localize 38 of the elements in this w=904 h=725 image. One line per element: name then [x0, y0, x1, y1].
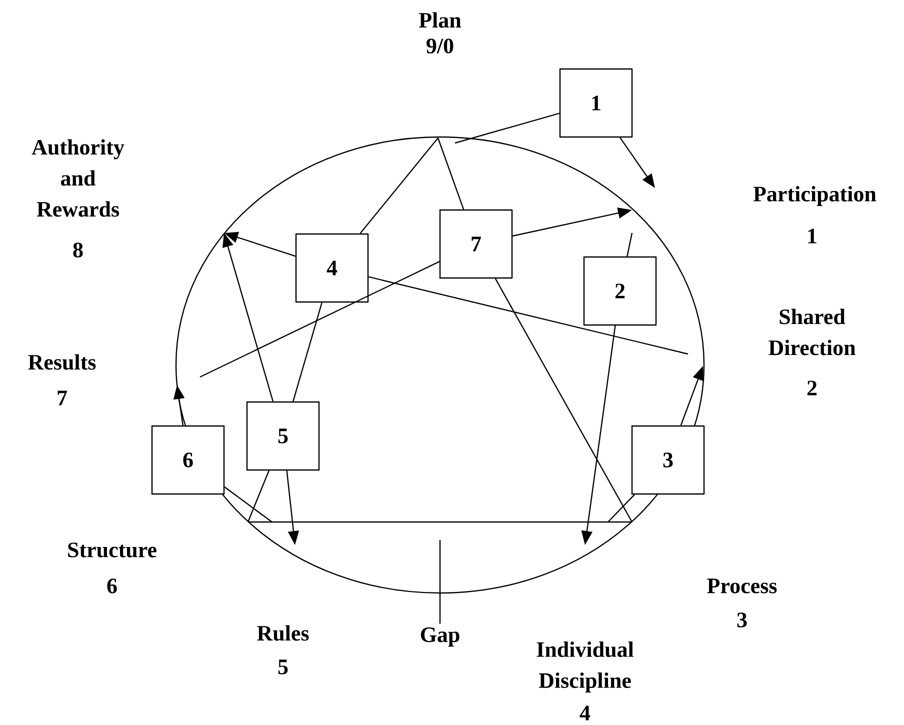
point-label: Individual Discipline: [536, 642, 634, 692]
point-label: Structure: [68, 542, 156, 558]
point-label: 1: [808, 228, 816, 244]
line: [200, 261, 440, 378]
point-label: Process: [707, 578, 777, 594]
point-label: 9/0: [426, 38, 454, 54]
point-label: Authority and Rewards: [32, 139, 124, 217]
number-box: 2: [583, 256, 657, 326]
point-label: Results: [28, 354, 96, 370]
number-box: 7: [439, 209, 513, 279]
point-label: 2: [807, 380, 817, 396]
line: [247, 470, 270, 522]
line: [494, 278, 633, 522]
point-label: Shared Direction: [768, 308, 856, 356]
line: [292, 302, 322, 402]
line: [454, 112, 560, 144]
point-label: 8: [73, 242, 83, 258]
number-box: 4: [295, 233, 369, 303]
line: [437, 138, 464, 210]
point-label: 6: [107, 578, 117, 594]
number-box: 6: [151, 425, 225, 495]
line: [224, 486, 272, 522]
leader-line: [439, 540, 441, 624]
point-label: 5: [278, 660, 288, 674]
number-box: 5: [246, 401, 320, 471]
line: [626, 232, 633, 257]
point-label: Plan: [419, 12, 462, 28]
point-label: Rules: [257, 625, 309, 641]
line: [608, 494, 635, 522]
point-label: 3: [737, 612, 747, 628]
point-label: 7: [58, 390, 67, 406]
number-box: 1: [559, 68, 633, 138]
point-label: Participation: [753, 186, 876, 206]
number-box: 3: [631, 425, 705, 495]
line: [360, 138, 438, 234]
line: [368, 276, 688, 355]
gap-label: Gap: [420, 627, 460, 647]
point-label: 4: [580, 706, 590, 720]
